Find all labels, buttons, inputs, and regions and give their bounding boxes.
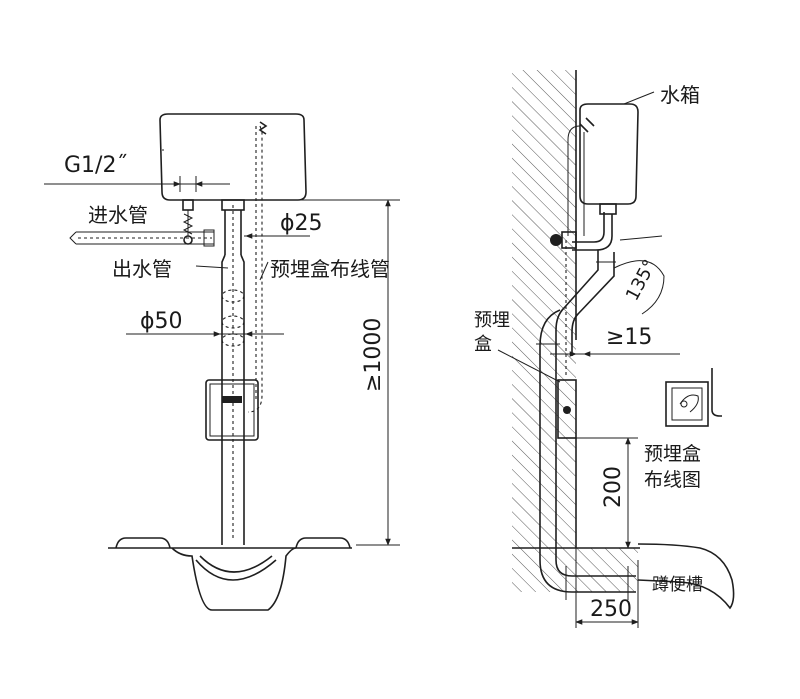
left-front-view: G1/2˝ 进水管 出水管 ϕ25 ϕ50 预埋盒布线管 ≥1000 (44, 113, 400, 611)
embedded-box-front (205, 379, 259, 441)
label-wiring-line1: 预埋盒 (644, 443, 701, 465)
label-phi50: ϕ50 (140, 309, 183, 334)
label-height-1000: ≥1000 (361, 318, 386, 392)
label-trough: 蹲便槽 (652, 575, 703, 595)
water-tank-front (159, 113, 307, 201)
water-tank-side (579, 103, 639, 205)
label-box-line1: 预埋 (474, 310, 510, 331)
embedded-box-side (557, 240, 577, 439)
label-tank: 水箱 (660, 83, 700, 107)
wall (512, 70, 576, 548)
inlet-pipe (69, 231, 215, 245)
label-angle-135: 135° (622, 256, 661, 304)
outlet-pipe (221, 199, 245, 545)
outlet-pipe-side (536, 212, 636, 600)
squat-pan (108, 537, 352, 611)
label-dim-250: 250 (590, 597, 632, 622)
label-box-line2: 盒 (474, 334, 492, 355)
label-inlet-pipe: 进水管 (88, 203, 148, 227)
conduit-line (247, 125, 263, 413)
label-gap-15: ≥15 (606, 325, 652, 350)
label-phi25: ϕ25 (280, 211, 323, 236)
label-outlet-pipe: 出水管 (112, 257, 172, 281)
label-wiring-line2: 布线图 (644, 469, 701, 491)
label-dim-200: 200 (601, 466, 626, 508)
label-g12: G1/2˝ (64, 153, 127, 178)
label-conduit: 预埋盒布线管 (270, 257, 390, 281)
right-side-view: 水箱 预埋 盒 135° ≥15 预埋盒 布线图 200 250 蹲便槽 (474, 70, 735, 628)
squat-trough (637, 543, 735, 610)
wiring-diagram-icon (665, 368, 722, 427)
